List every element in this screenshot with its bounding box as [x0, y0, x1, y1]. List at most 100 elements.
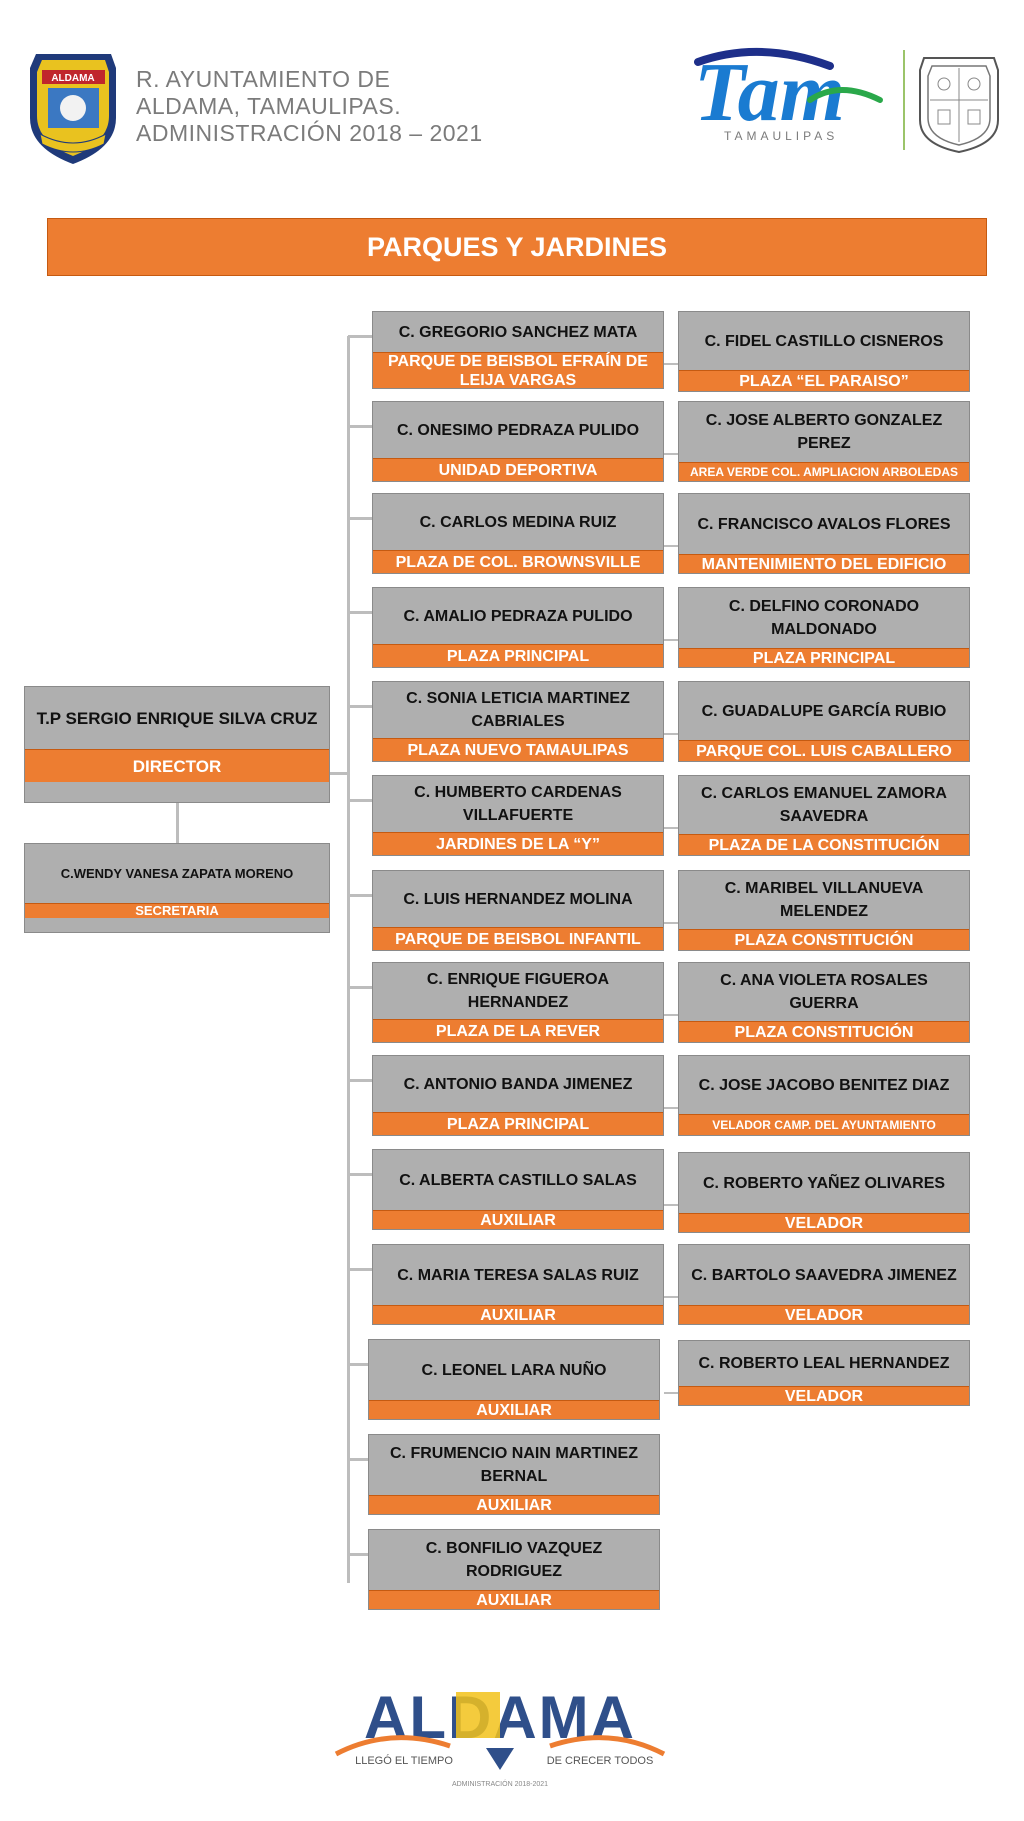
staff-name: C. HUMBERTO CARDENAS VILLAFUERTE — [414, 784, 622, 824]
pair-connector-line — [664, 1296, 678, 1298]
staff-name: C. GUADALUPE GARCÍA RUBIO — [701, 702, 947, 720]
branch-line — [348, 986, 372, 989]
staff-assignment: PLAZA DE COL. BROWNSVILLE — [373, 550, 663, 573]
staff-name: C. ROBERTO YAÑEZ OLIVARES — [702, 1174, 946, 1192]
header-line-1: R. AYUNTAMIENTO DE — [136, 66, 391, 92]
tam-logo-subtitle: TAMAULIPAS — [724, 129, 838, 143]
right-staff-box: C. ROBERTO LEAL HERNANDEZ VELADOR — [678, 1340, 970, 1406]
header-line-3: ADMINISTRACIÓN 2018 – 2021 — [136, 120, 483, 146]
crest-text: ALDAMA — [51, 73, 94, 84]
footer-tagline-left: LLEGÓ EL TIEMPO — [355, 1754, 453, 1767]
aldama-crest-logo: ALDAMA — [30, 54, 116, 164]
staff-assignment: AUXILIAR — [369, 1495, 659, 1514]
pair-connector-line — [664, 733, 678, 735]
pair-connector-line — [664, 922, 678, 924]
director-box: T.P SERGIO ENRIQUE SILVA CRUZ DIRECTOR — [24, 686, 330, 803]
left-staff-box: C. LEONEL LARA NUÑO AUXILIAR — [368, 1339, 660, 1420]
staff-name: C. MARIA TERESA SALAS RUIZ — [397, 1266, 639, 1284]
director-secretary-connector — [176, 803, 179, 843]
right-staff-box: C. ANA VIOLETA ROSALES GUERRA PLAZA CONST… — [678, 962, 970, 1043]
staff-name: C. ANA VIOLETA ROSALES GUERRA — [720, 972, 928, 1012]
branch-line — [348, 517, 372, 520]
director-name: T.P SERGIO ENRIQUE SILVA CRUZ — [36, 708, 318, 728]
pair-connector-line — [664, 827, 678, 829]
left-staff-box: C. LUIS HERNANDEZ MOLINA PARQUE DE BEISBO… — [372, 870, 664, 951]
left-staff-box: C. FRUMENCIO NAIN MARTINEZ BERNAL AUXILIA… — [368, 1434, 660, 1515]
staff-assignment: PLAZA “EL PARAISO” — [679, 370, 969, 391]
staff-name: C. ENRIQUE FIGUEROA HERNANDEZ — [426, 971, 610, 1011]
staff-name: C. JOSE JACOBO BENITEZ DIAZ — [698, 1076, 950, 1094]
footer-tagline-right: DE CRECER TODOS — [547, 1755, 654, 1767]
staff-name: C. ROBERTO LEAL HERNANDEZ — [698, 1355, 950, 1372]
staff-name: C. DELFINO CORONADO MALDONADO — [728, 598, 920, 638]
right-staff-box: C. FIDEL CASTILLO CISNEROS PLAZA “EL PARA… — [678, 311, 970, 392]
staff-name: C. SONIA LETICIA MARTINEZ CABRIALES — [406, 690, 630, 730]
branch-line — [348, 894, 372, 897]
staff-name: C. LUIS HERNANDEZ MOLINA — [403, 890, 633, 908]
tamaulipas-seal-icon — [919, 57, 999, 154]
staff-assignment: AUXILIAR — [373, 1210, 663, 1229]
staff-assignment: PLAZA PRINCIPAL — [373, 1112, 663, 1135]
left-staff-box: C. SONIA LETICIA MARTINEZ CABRIALES PLAZA… — [372, 681, 664, 762]
staff-name: C. FIDEL CASTILLO CISNEROS — [704, 332, 944, 350]
staff-name: C. BONFILIO VAZQUEZ RODRIGUEZ — [425, 1540, 603, 1580]
pair-connector-line — [664, 363, 678, 365]
staff-name: C. GREGORIO SANCHEZ MATA — [398, 323, 638, 341]
secretary-box: C.WENDY VANESA ZAPATA MORENO SECRETARIA — [24, 843, 330, 933]
staff-assignment: AUXILIAR — [369, 1590, 659, 1609]
staff-assignment: PLAZA DE LA REVER — [373, 1019, 663, 1042]
staff-assignment: PARQUE COL. LUIS CABALLERO — [679, 740, 969, 761]
header-line-2: ALDAMA, TAMAULIPAS. — [136, 93, 402, 119]
staff-assignment: JARDINES DE LA “Y” — [373, 832, 663, 855]
staff-assignment: AUXILIAR — [369, 1400, 659, 1419]
staff-name: C. FRANCISCO AVALOS FLORES — [697, 515, 951, 533]
staff-assignment: PARQUE DE BEISBOL EFRAÍN DE LEIJA VARGAS — [373, 352, 663, 389]
footer-admin-text: ADMINISTRACIÓN 2018-2021 — [452, 1779, 548, 1788]
staff-name: C. AMALIO PEDRAZA PULIDO — [403, 607, 633, 625]
aldama-footer-logo: ALDAMA LLEGÓ EL TIEMPO DE CRECER TODOS A… — [334, 1684, 666, 1788]
staff-name: C. CARLOS EMANUEL ZAMORA SAAVEDRA — [701, 785, 947, 825]
pair-connector-line — [664, 1014, 678, 1016]
left-staff-box: C. HUMBERTO CARDENAS VILLAFUERTE JARDINES… — [372, 775, 664, 856]
staff-name: C. FRUMENCIO NAIN MARTINEZ BERNAL — [390, 1445, 638, 1485]
staff-assignment: VELADOR — [679, 1386, 969, 1405]
left-staff-box: C. AMALIO PEDRAZA PULIDO PLAZA PRINCIPAL — [372, 587, 664, 668]
staff-name: C. ONESIMO PEDRAZA PULIDO — [396, 421, 640, 439]
pair-connector-line — [664, 1107, 678, 1109]
spine-line — [347, 336, 350, 1583]
left-staff-box: C. BONFILIO VAZQUEZ RODRIGUEZ AUXILIAR — [368, 1529, 660, 1610]
staff-name: C. MARIBEL VILLANUEVA MELENDEZ — [724, 880, 924, 920]
staff-assignment: PARQUE DE BEISBOL INFANTIL — [373, 927, 663, 950]
branch-line — [348, 1268, 372, 1271]
branch-line — [348, 611, 372, 614]
left-staff-box: C. ENRIQUE FIGUEROA HERNANDEZ PLAZA DE LA… — [372, 962, 664, 1043]
header-divider — [903, 50, 905, 150]
staff-assignment: PLAZA PRINCIPAL — [373, 644, 663, 667]
branch-line — [348, 425, 372, 428]
director-connector — [330, 772, 348, 775]
branch-line — [348, 799, 372, 802]
staff-assignment: PLAZA NUEVO TAMAULIPAS — [373, 738, 663, 761]
left-staff-box: C. GREGORIO SANCHEZ MATA PARQUE DE BEISBO… — [372, 311, 664, 389]
director-role: DIRECTOR — [25, 749, 329, 782]
branch-line — [348, 1458, 368, 1461]
right-staff-box: C. CARLOS EMANUEL ZAMORA SAAVEDRA PLAZA D… — [678, 775, 970, 856]
branch-line — [348, 705, 372, 708]
staff-assignment: VELADOR — [679, 1305, 969, 1324]
pair-connector-line — [664, 545, 678, 547]
staff-assignment: PLAZA CONSTITUCIÓN — [679, 1021, 969, 1042]
staff-assignment: PLAZA DE LA CONSTITUCIÓN — [679, 834, 969, 855]
staff-name: C. LEONEL LARA NUÑO — [421, 1361, 607, 1379]
branch-line — [348, 1079, 372, 1082]
